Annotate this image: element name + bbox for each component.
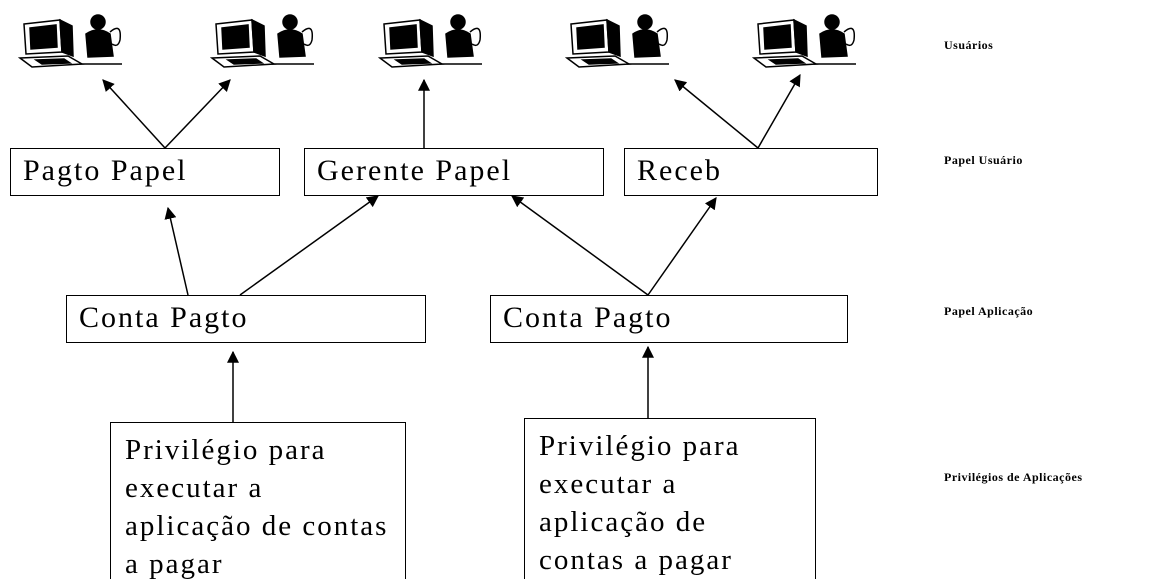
- computer-user-icon: [565, 14, 669, 68]
- app-role-box-left: Conta Pagto: [66, 295, 426, 343]
- arrow-receb-to-user-4: [674, 79, 759, 149]
- role-box-receb: Receb: [624, 148, 878, 196]
- computer-user-icon: [752, 14, 856, 68]
- computer-user-icon: [210, 14, 314, 68]
- role-box-pagto-papel: Pagto Papel: [10, 148, 280, 196]
- role-box-gerente-papel: Gerente Papel: [304, 148, 604, 196]
- layer-label-users: Usuários: [944, 38, 994, 52]
- app-role-box-right: Conta Pagto: [490, 295, 848, 343]
- computer-user-icon: [378, 14, 482, 68]
- arrow-pagto-to-user-1: [102, 79, 166, 149]
- layer-label-user-role: Papel Usuário: [944, 153, 1023, 167]
- arrow-pagto-to-user-2: [164, 79, 231, 149]
- layer-label-app-privileges: Privilégios de Aplicações: [944, 470, 1083, 484]
- arrow-conta1-to-pagto: [164, 206, 189, 296]
- arrow-conta2-to-receb: [647, 197, 717, 296]
- arrow-receb-to-user-5: [757, 73, 801, 149]
- privilege-box-right: Privilégio para executar a aplicação de …: [524, 418, 816, 579]
- arrow-conta1-to-gerente: [239, 195, 379, 296]
- layer-label-app-role: Papel Aplicação: [944, 304, 1034, 318]
- privilege-box-left: Privilégio para executar a aplicação de …: [110, 422, 406, 580]
- computer-user-icon: [18, 14, 122, 68]
- arrow-conta2-to-gerente: [511, 195, 649, 296]
